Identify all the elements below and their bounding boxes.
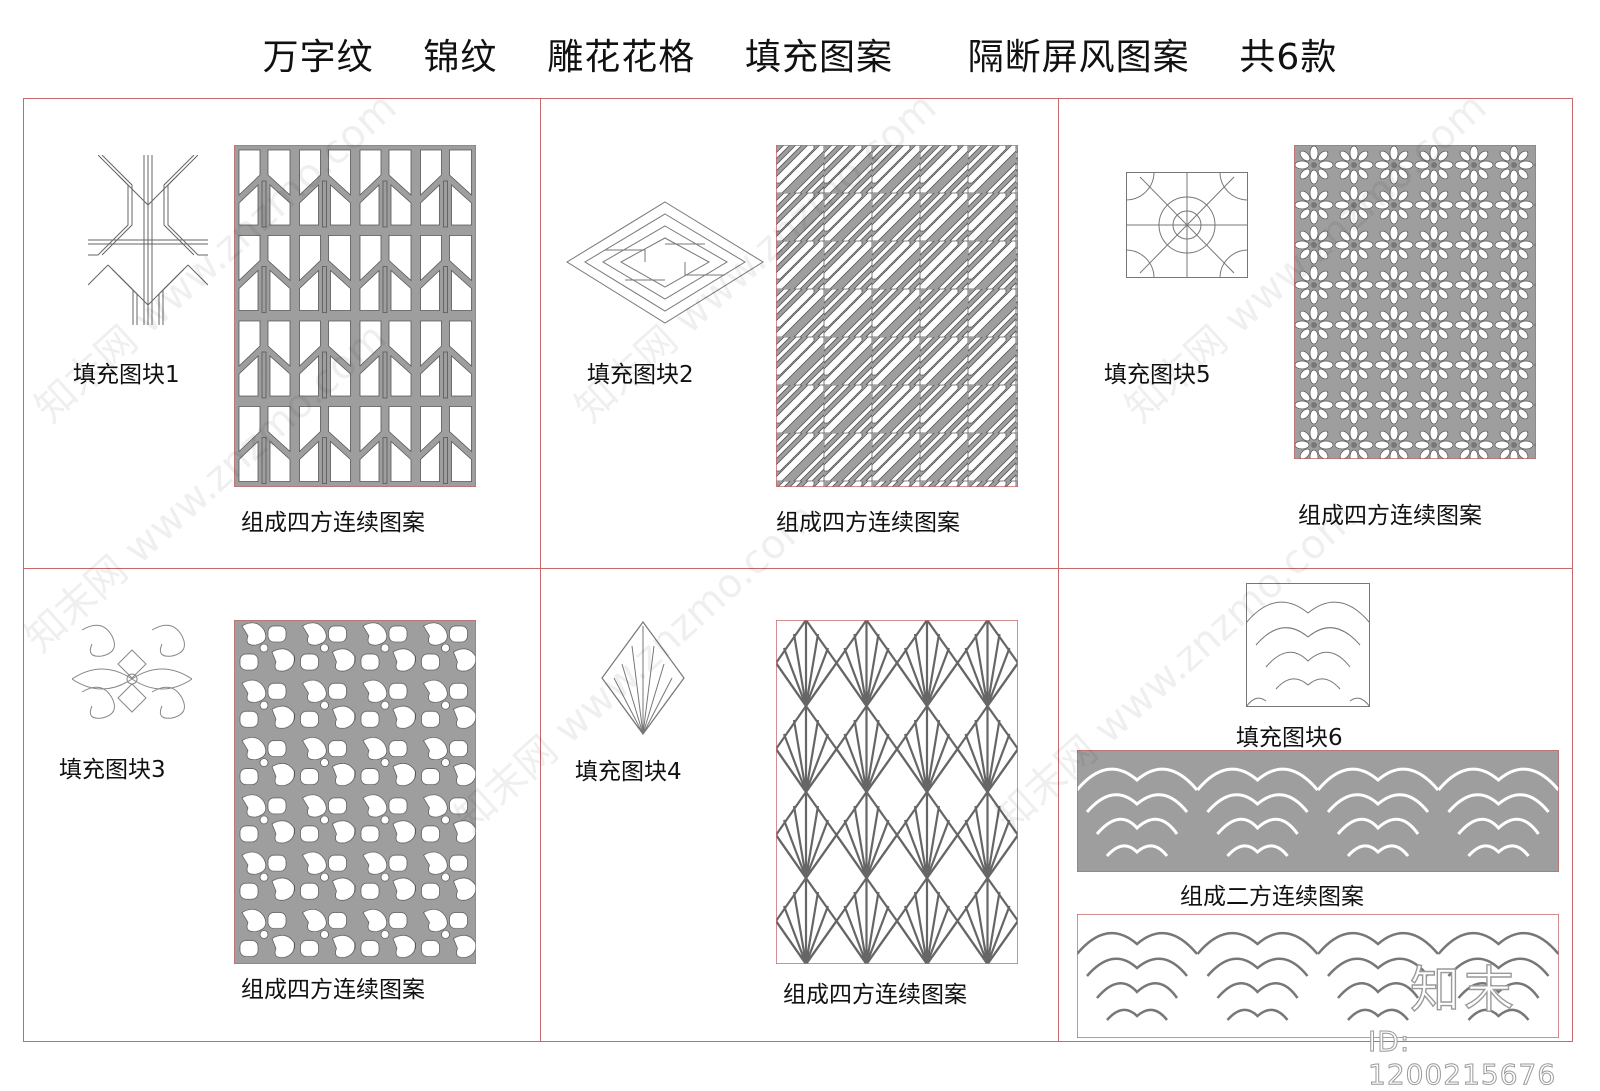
page-title: 万字纹 锦纹 雕花花格 填充图案 隔断屏风图案 共6款 (262, 37, 1338, 78)
watermark-logo: 知末 (1409, 960, 1518, 1019)
fill-block-2-result-label: 组成四方连续图案 (776, 510, 960, 536)
fill-block-1-tile (88, 155, 208, 325)
fill-block-3-result-label: 组成四方连续图案 (241, 977, 425, 1003)
fill-block-4-tile (601, 620, 685, 736)
fill-block-5-tile (1126, 172, 1248, 278)
grid-divider-v1 (540, 98, 541, 1042)
fill-block-6-result-label: 组成二方连续图案 (1180, 884, 1364, 910)
fill-block-5-pattern (1294, 145, 1536, 459)
fill-block-2-label: 填充图块2 (587, 362, 694, 388)
fill-block-2-pattern (776, 145, 1018, 487)
fill-block-4-label: 填充图块4 (575, 759, 682, 785)
grid-divider-v2 (1058, 98, 1059, 1042)
fill-block-3-tile (72, 624, 192, 719)
fill-block-2-tile (566, 201, 764, 324)
fill-block-6-label: 填充图块6 (1236, 725, 1343, 751)
fill-block-3-label: 填充图块3 (59, 757, 166, 783)
fill-block-6-pattern-bottom (1077, 914, 1559, 1038)
fill-block-5-label: 填充图块5 (1104, 362, 1211, 388)
fill-block-3-pattern (234, 620, 476, 964)
fill-block-1-result-label: 组成四方连续图案 (241, 510, 425, 536)
fill-block-6-tile (1246, 583, 1370, 707)
fill-block-1-pattern (234, 145, 476, 487)
fill-block-4-pattern (776, 620, 1018, 964)
fill-block-4-result-label: 组成四方连续图案 (783, 982, 967, 1008)
watermark-id: ID: 1200215676 (1368, 1025, 1557, 1091)
fill-block-1-label: 填充图块1 (73, 362, 180, 388)
fill-block-5-result-label: 组成四方连续图案 (1298, 503, 1482, 529)
fill-block-6-pattern-top (1077, 750, 1559, 872)
layout-grid (23, 98, 1573, 1042)
grid-divider-h (23, 568, 1573, 569)
